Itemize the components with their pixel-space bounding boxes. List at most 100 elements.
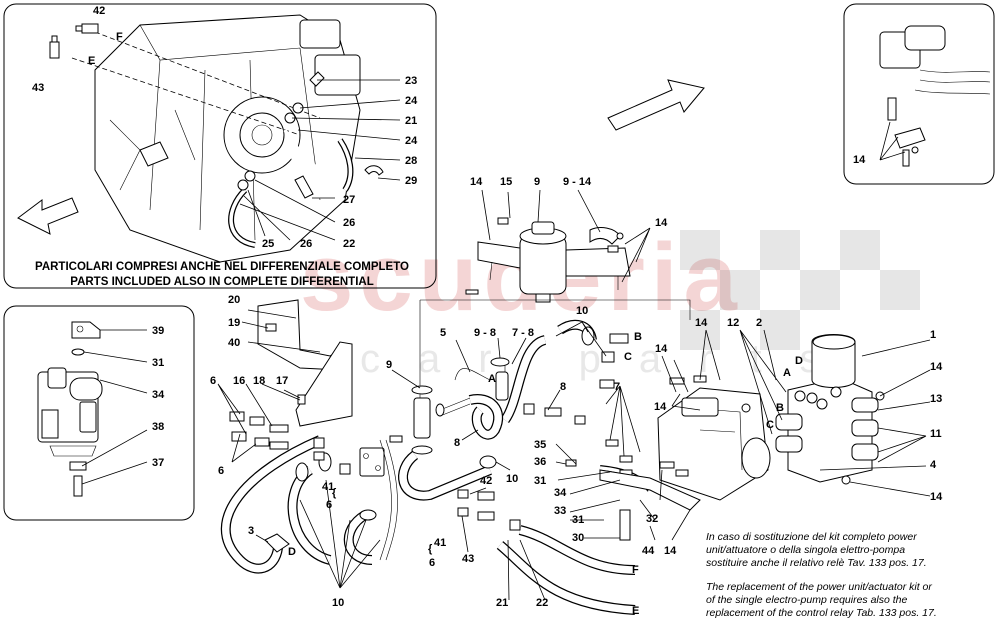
- callout-31-b: 31: [572, 514, 584, 526]
- callout-18: 18: [253, 375, 265, 387]
- hose-letter-d: D: [288, 546, 296, 558]
- callout-37: 37: [152, 457, 164, 469]
- caption-en: PARTS INCLUDED ALSO IN COMPLETE DIFFEREN…: [70, 276, 373, 288]
- callout-39: 39: [152, 325, 164, 337]
- note-en-2: of the single electro-pump requires also…: [706, 594, 908, 606]
- callout-14-inset: 14: [853, 154, 866, 166]
- callout-6-b: 6: [218, 465, 224, 477]
- callout-14-d: 14: [655, 343, 668, 355]
- callout-7-8: 7 - 8: [512, 327, 534, 339]
- callout-25: 25: [262, 238, 274, 250]
- callout-38: 38: [152, 421, 164, 433]
- callout-32: 32: [646, 513, 658, 525]
- note-it-1: In caso di sostituzione del kit completo…: [706, 531, 917, 543]
- callout-5: 5: [440, 327, 446, 339]
- callout-29: 29: [405, 175, 417, 187]
- note-it-3: sostituire anche il relativo relè Tav. 1…: [706, 557, 927, 569]
- panel-top-right-inset: 14: [843, 3, 995, 185]
- valve-letter-a: A: [783, 367, 791, 379]
- callout-40: 40: [228, 337, 240, 349]
- valve-letter-b: B: [776, 402, 784, 414]
- watermark-brand: scuderia: [300, 224, 743, 331]
- hose-clamps: [295, 326, 595, 521]
- callout-6-a: 6: [210, 375, 216, 387]
- power-unit-pump: [657, 387, 771, 501]
- direction-arrow-upright: [607, 79, 705, 131]
- oil-reservoir: [477, 221, 631, 303]
- callout-22: 22: [343, 238, 355, 250]
- callout-42-main: 42: [480, 475, 492, 487]
- callout-23: 23: [405, 75, 417, 87]
- callout-1: 1: [930, 329, 936, 341]
- callout-34: 34: [152, 389, 165, 401]
- callout-14-a: 14: [470, 176, 483, 188]
- brace-41-lower: {: [428, 543, 433, 555]
- valve-letter-c: C: [766, 419, 774, 431]
- callout-41-a: 41: [322, 481, 334, 493]
- watermark: scuderia car parts: [300, 224, 920, 381]
- callout-24: 24: [405, 95, 418, 107]
- callout-24b: 24: [405, 135, 418, 147]
- note-en-3: replacement of the control relay Tab. 13…: [706, 607, 937, 619]
- panel-differential: F E 42 43 23 24 21 24 28 29 27 26 25 26 …: [3, 3, 437, 289]
- callout-31-a: 31: [534, 475, 546, 487]
- note-it-2: unit/attuatore o della singola elettro-p…: [706, 544, 905, 556]
- callout-14-b: 14: [655, 217, 668, 229]
- callout-21: 21: [405, 115, 417, 127]
- line-letter-e: E: [88, 55, 95, 67]
- hose-letter-b: B: [634, 331, 642, 343]
- caption-it: PARTICOLARI COMPRESI ANCHE NEL DIFFERENZ…: [35, 261, 409, 273]
- callout-36: 36: [534, 456, 546, 468]
- hose-letter-a: A: [488, 373, 496, 385]
- callout-14-f: 14: [930, 491, 943, 503]
- callout-44: 44: [642, 545, 655, 557]
- callout-31: 31: [152, 357, 164, 369]
- callout-34: 34: [554, 487, 567, 499]
- callout-30: 30: [572, 532, 584, 544]
- hose-letter-c: C: [624, 351, 632, 363]
- callout-42: 42: [93, 5, 105, 17]
- main-assembly: D A B C: [210, 176, 943, 617]
- note-en-1: The replacement of the power unit/actuat…: [706, 581, 932, 593]
- callout-35: 35: [534, 439, 546, 451]
- callout-26b: 26: [300, 238, 312, 250]
- callout-22: 22: [536, 597, 548, 609]
- callout-27: 27: [343, 194, 355, 206]
- callout-10-a: 10: [576, 305, 588, 317]
- hose-letter-f: F: [632, 564, 639, 576]
- callout-9-a: 9: [534, 176, 540, 188]
- callout-17: 17: [276, 375, 288, 387]
- callout-9-14: 9 - 14: [563, 176, 592, 188]
- callout-12: 12: [727, 317, 739, 329]
- callout-41-b: 41: [434, 537, 446, 549]
- callout-14-c: 14: [695, 317, 708, 329]
- callout-19: 19: [228, 317, 240, 329]
- callout-26: 26: [343, 217, 355, 229]
- callout-43-main: 43: [462, 553, 474, 565]
- brace-41-upper: {: [332, 487, 337, 499]
- callout-33: 33: [554, 505, 566, 517]
- valve-letter-d: D: [795, 355, 803, 367]
- callout-9-b: 9: [386, 359, 392, 371]
- checker-flag-watermark: [680, 230, 920, 350]
- fitting-43: [49, 35, 60, 59]
- callout-10-b: 10: [506, 473, 518, 485]
- callout-28: 28: [405, 155, 417, 167]
- direction-arrow-left: [17, 197, 79, 235]
- callout-3: 3: [248, 525, 254, 537]
- callout-20: 20: [228, 294, 240, 306]
- callout-4: 4: [930, 459, 937, 471]
- callout-10-c: 10: [332, 597, 344, 609]
- fitting-42: [75, 23, 99, 34]
- hose-letter-e: E: [632, 605, 639, 617]
- callout-8-b: 8: [560, 381, 566, 393]
- callout-11: 11: [930, 428, 942, 440]
- callout-14-g: 14: [654, 401, 667, 413]
- callout-43: 43: [32, 82, 44, 94]
- callout-15: 15: [500, 176, 512, 188]
- callout-8-a: 8: [454, 437, 460, 449]
- replacement-note: In caso di sostituzione del kit completo…: [706, 531, 937, 619]
- callout-14-e: 14: [930, 361, 943, 373]
- callout-6-d: 6: [429, 557, 435, 569]
